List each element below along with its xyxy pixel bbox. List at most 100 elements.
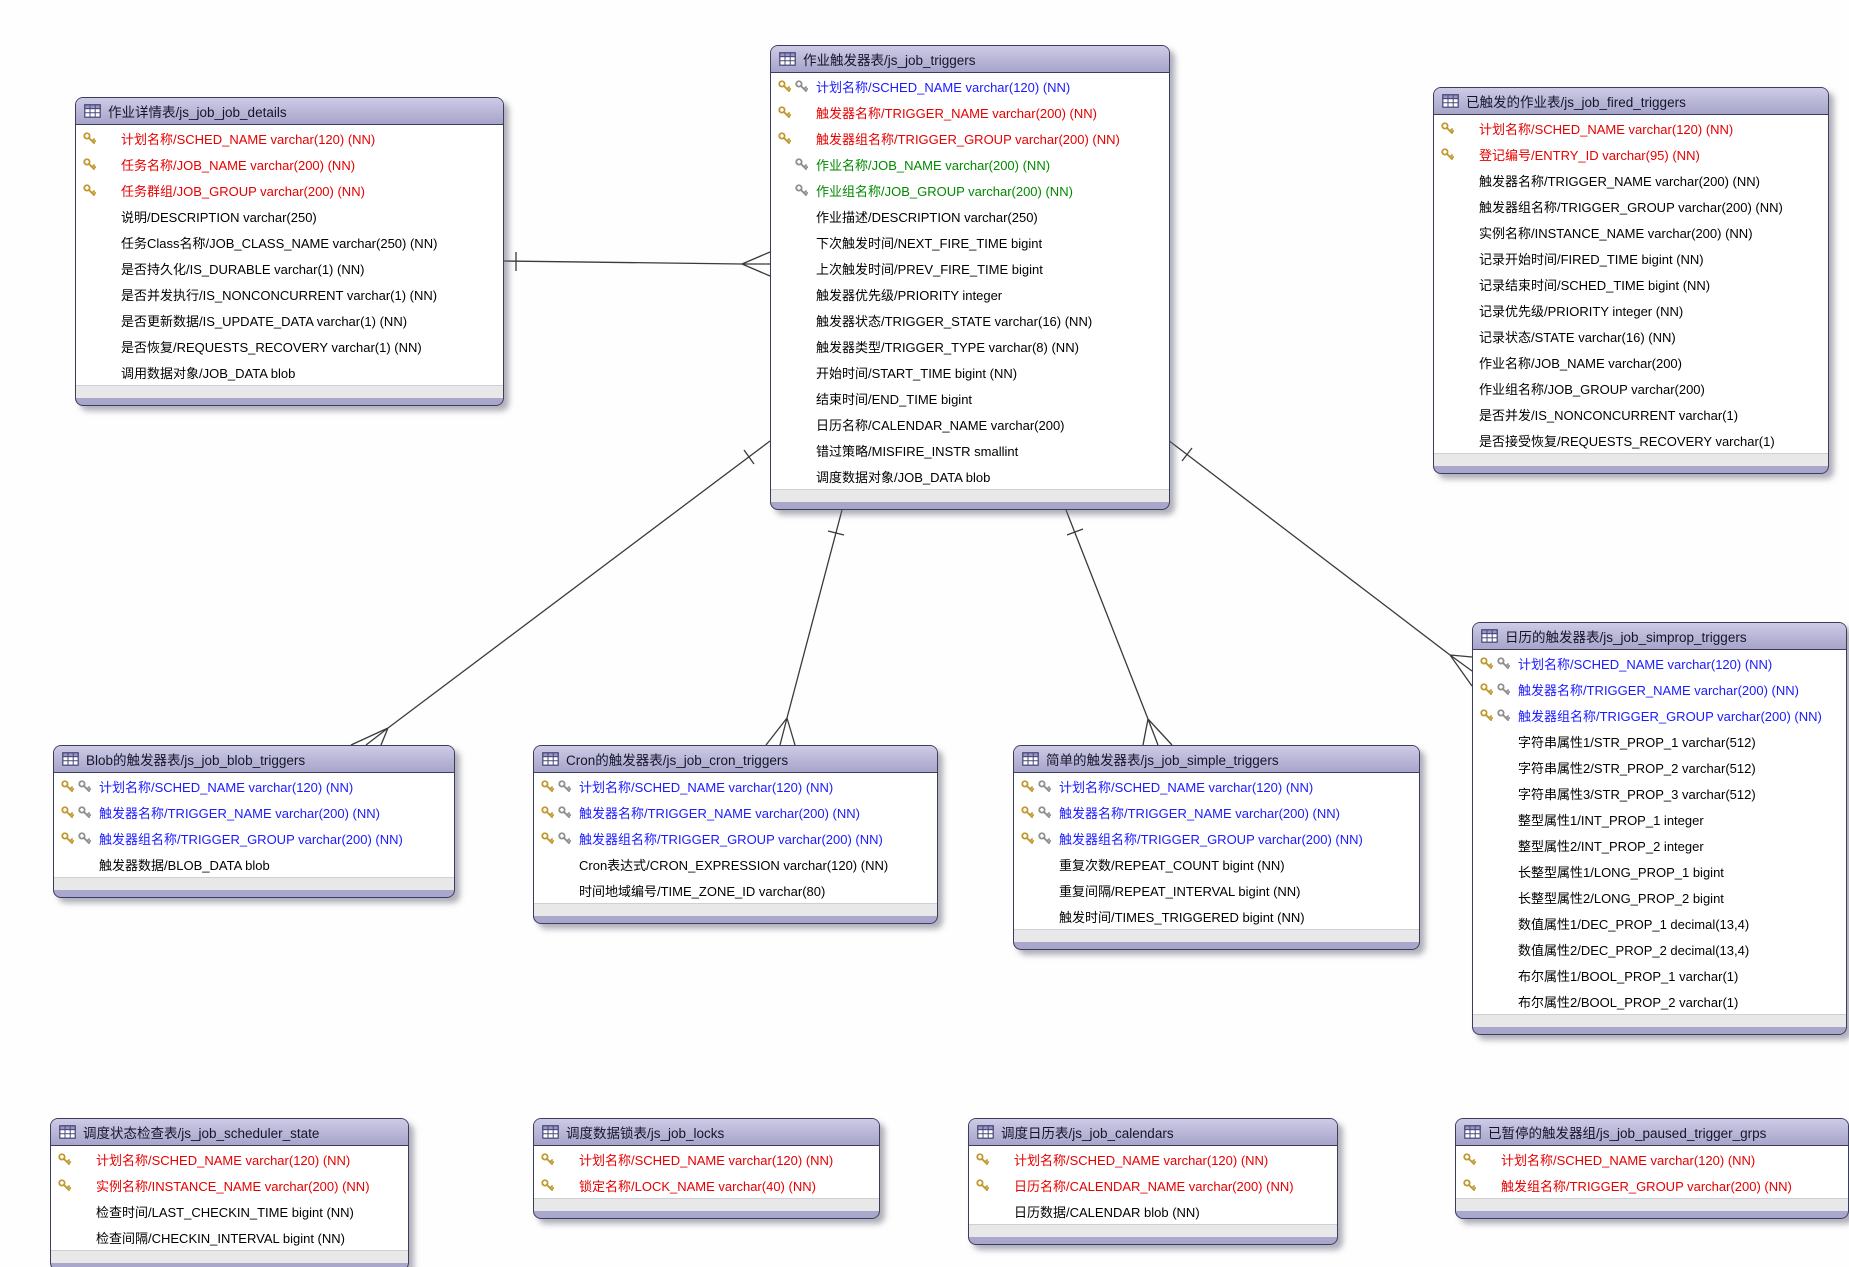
field-row[interactable]: 触发器名称/TRIGGER_NAME varchar(200) (NN) [54, 799, 454, 825]
field-row[interactable]: 触发器状态/TRIGGER_STATE varchar(16) (NN) [771, 307, 1169, 333]
field-row[interactable]: 作业名称/JOB_NAME varchar(200) [1434, 349, 1828, 375]
field-row[interactable]: 实例名称/INSTANCE_NAME varchar(200) (NN) [51, 1172, 408, 1198]
field-row[interactable]: 日历数据/CALENDAR blob (NN) [969, 1198, 1337, 1224]
field-row[interactable]: 实例名称/INSTANCE_NAME varchar(200) (NN) [1434, 219, 1828, 245]
field-row[interactable]: 是否接受恢复/REQUESTS_RECOVERY varchar(1) [1434, 427, 1828, 453]
field-row[interactable]: 是否更新数据/IS_UPDATE_DATA varchar(1) (NN) [76, 307, 503, 333]
field-row[interactable]: 计划名称/SCHED_NAME varchar(120) (NN) [1434, 115, 1828, 141]
table-header[interactable]: 已暂停的触发器组/js_job_paused_trigger_grps [1456, 1119, 1848, 1146]
field-row[interactable]: 触发器组名称/TRIGGER_GROUP varchar(200) (NN) [1434, 193, 1828, 219]
field-row[interactable]: 日历名称/CALENDAR_NAME varchar(200) [771, 411, 1169, 437]
field-row[interactable]: 记录结束时间/SCHED_TIME bigint (NN) [1434, 271, 1828, 297]
field-row[interactable]: 布尔属性2/BOOL_PROP_2 varchar(1) [1473, 988, 1846, 1014]
field-row[interactable]: 检查间隔/CHECKIN_INTERVAL bigint (NN) [51, 1224, 408, 1250]
relationship-triggers-to-simprop[interactable] [1167, 439, 1473, 687]
field-row[interactable]: 计划名称/SCHED_NAME varchar(120) (NN) [1473, 650, 1846, 676]
field-row[interactable]: 结束时间/END_TIME bigint [771, 385, 1169, 411]
field-row[interactable]: 是否并发执行/IS_NONCONCURRENT varchar(1) (NN) [76, 281, 503, 307]
field-row[interactable]: 作业名称/JOB_NAME varchar(200) (NN) [771, 151, 1169, 177]
field-row[interactable]: 触发器名称/TRIGGER_NAME varchar(200) (NN) [534, 799, 937, 825]
field-row[interactable]: 字符串属性2/STR_PROP_2 varchar(512) [1473, 754, 1846, 780]
field-row[interactable]: 时间地域编号/TIME_ZONE_ID varchar(80) [534, 877, 937, 903]
field-row[interactable]: 触发时间/TIMES_TRIGGERED bigint (NN) [1014, 903, 1419, 929]
field-row[interactable]: 整型属性2/INT_PROP_2 integer [1473, 832, 1846, 858]
field-row[interactable]: 是否恢复/REQUESTS_RECOVERY varchar(1) (NN) [76, 333, 503, 359]
field-row[interactable]: 触发器名称/TRIGGER_NAME varchar(200) (NN) [1014, 799, 1419, 825]
field-row[interactable]: 触发器名称/TRIGGER_NAME varchar(200) (NN) [1473, 676, 1846, 702]
table-header[interactable]: 调度状态检查表/js_job_scheduler_state [51, 1119, 408, 1146]
field-row[interactable]: 调用数据对象/JOB_DATA blob [76, 359, 503, 385]
field-row[interactable]: 任务Class名称/JOB_CLASS_NAME varchar(250) (N… [76, 229, 503, 255]
field-row[interactable]: 触发器组名称/TRIGGER_GROUP varchar(200) (NN) [534, 825, 937, 851]
field-row[interactable]: 字符串属性3/STR_PROP_3 varchar(512) [1473, 780, 1846, 806]
field-row[interactable]: 长整型属性1/LONG_PROP_1 bigint [1473, 858, 1846, 884]
relationship-details-to-triggers[interactable] [503, 251, 771, 277]
field-row[interactable]: 说明/DESCRIPTION varchar(250) [76, 203, 503, 229]
field-row[interactable]: 计划名称/SCHED_NAME varchar(120) (NN) [534, 1146, 879, 1172]
table-header[interactable]: 调度日历表/js_job_calendars [969, 1119, 1337, 1146]
field-row[interactable]: 日历名称/CALENDAR_NAME varchar(200) (NN) [969, 1172, 1337, 1198]
field-row[interactable]: 触发器名称/TRIGGER_NAME varchar(200) (NN) [771, 99, 1169, 125]
table-header[interactable]: 调度数据锁表/js_job_locks [534, 1119, 879, 1146]
field-row[interactable]: 计划名称/SCHED_NAME varchar(120) (NN) [51, 1146, 408, 1172]
relationship-triggers-to-cron[interactable] [765, 509, 845, 746]
field-row[interactable]: 检查时间/LAST_CHECKIN_TIME bigint (NN) [51, 1198, 408, 1224]
field-row[interactable]: 触发器组名称/TRIGGER_GROUP varchar(200) (NN) [1014, 825, 1419, 851]
field-row[interactable]: 作业组名称/JOB_GROUP varchar(200) (NN) [771, 177, 1169, 203]
field-row[interactable]: 作业组名称/JOB_GROUP varchar(200) [1434, 375, 1828, 401]
table-header[interactable]: 作业触发器表/js_job_triggers [771, 46, 1169, 73]
field-row[interactable]: 记录优先级/PRIORITY integer (NN) [1434, 297, 1828, 323]
field-row[interactable]: 记录状态/STATE varchar(16) (NN) [1434, 323, 1828, 349]
table-header[interactable]: Blob的触发器表/js_job_blob_triggers [54, 746, 454, 773]
field-row[interactable]: 计划名称/SCHED_NAME varchar(120) (NN) [534, 773, 937, 799]
table-header[interactable]: 作业详情表/js_job_job_details [76, 98, 503, 125]
relationship-triggers-to-simple[interactable] [1065, 509, 1173, 746]
field-row[interactable]: 触发组名称/TRIGGER_GROUP varchar(200) (NN) [1456, 1172, 1848, 1198]
field-row[interactable]: 触发器组名称/TRIGGER_GROUP varchar(200) (NN) [1473, 702, 1846, 728]
field-row[interactable]: 调度数据对象/JOB_DATA blob [771, 463, 1169, 489]
field-row[interactable]: 数值属性2/DEC_PROP_2 decimal(13,4) [1473, 936, 1846, 962]
field-row[interactable]: 是否并发/IS_NONCONCURRENT varchar(1) [1434, 401, 1828, 427]
field-row[interactable]: 作业描述/DESCRIPTION varchar(250) [771, 203, 1169, 229]
field-row[interactable]: 布尔属性1/BOOL_PROP_1 varchar(1) [1473, 962, 1846, 988]
field-row[interactable]: 计划名称/SCHED_NAME varchar(120) (NN) [969, 1146, 1337, 1172]
field-row[interactable]: 任务名称/JOB_NAME varchar(200) (NN) [76, 151, 503, 177]
field-row[interactable]: 开始时间/START_TIME bigint (NN) [771, 359, 1169, 385]
field-row[interactable]: 计划名称/SCHED_NAME varchar(120) (NN) [1456, 1146, 1848, 1172]
table-header[interactable]: Cron的触发器表/js_job_cron_triggers [534, 746, 937, 773]
field-row[interactable]: 任务群组/JOB_GROUP varchar(200) (NN) [76, 177, 503, 203]
field-row[interactable]: 是否持久化/IS_DURABLE varchar(1) (NN) [76, 255, 503, 281]
table-header[interactable]: 日历的触发器表/js_job_simprop_triggers [1473, 623, 1846, 650]
field-row[interactable]: 上次触发时间/PREV_FIRE_TIME bigint [771, 255, 1169, 281]
field-row[interactable]: 计划名称/SCHED_NAME varchar(120) (NN) [1014, 773, 1419, 799]
field-row[interactable]: 触发器组名称/TRIGGER_GROUP varchar(200) (NN) [771, 125, 1169, 151]
field-row[interactable]: 登记编号/ENTRY_ID varchar(95) (NN) [1434, 141, 1828, 167]
field-row[interactable]: 下次触发时间/NEXT_FIRE_TIME bigint [771, 229, 1169, 255]
table-header[interactable]: 已触发的作业表/js_job_fired_triggers [1434, 88, 1828, 115]
table-header[interactable]: 简单的触发器表/js_job_simple_triggers [1014, 746, 1419, 773]
field-row[interactable]: 计划名称/SCHED_NAME varchar(120) (NN) [54, 773, 454, 799]
field-row[interactable]: 触发器优先级/PRIORITY integer [771, 281, 1169, 307]
field-row[interactable]: 计划名称/SCHED_NAME varchar(120) (NN) [76, 125, 503, 151]
field-row[interactable]: 触发器数据/BLOB_DATA blob [54, 851, 454, 877]
field-row[interactable]: Cron表达式/CRON_EXPRESSION varchar(120) (NN… [534, 851, 937, 877]
relationship-triggers-to-blob[interactable] [350, 440, 771, 746]
field-row[interactable]: 数值属性1/DEC_PROP_1 decimal(13,4) [1473, 910, 1846, 936]
field-row[interactable]: 整型属性1/INT_PROP_1 integer [1473, 806, 1846, 832]
field-row[interactable]: 重复次数/REPEAT_COUNT bigint (NN) [1014, 851, 1419, 877]
field-row[interactable]: 字符串属性1/STR_PROP_1 varchar(512) [1473, 728, 1846, 754]
field-row[interactable]: 触发器名称/TRIGGER_NAME varchar(200) (NN) [1434, 167, 1828, 193]
field-row[interactable]: 错过策略/MISFIRE_INSTR smallint [771, 437, 1169, 463]
field-row[interactable]: 触发器类型/TRIGGER_TYPE varchar(8) (NN) [771, 333, 1169, 359]
